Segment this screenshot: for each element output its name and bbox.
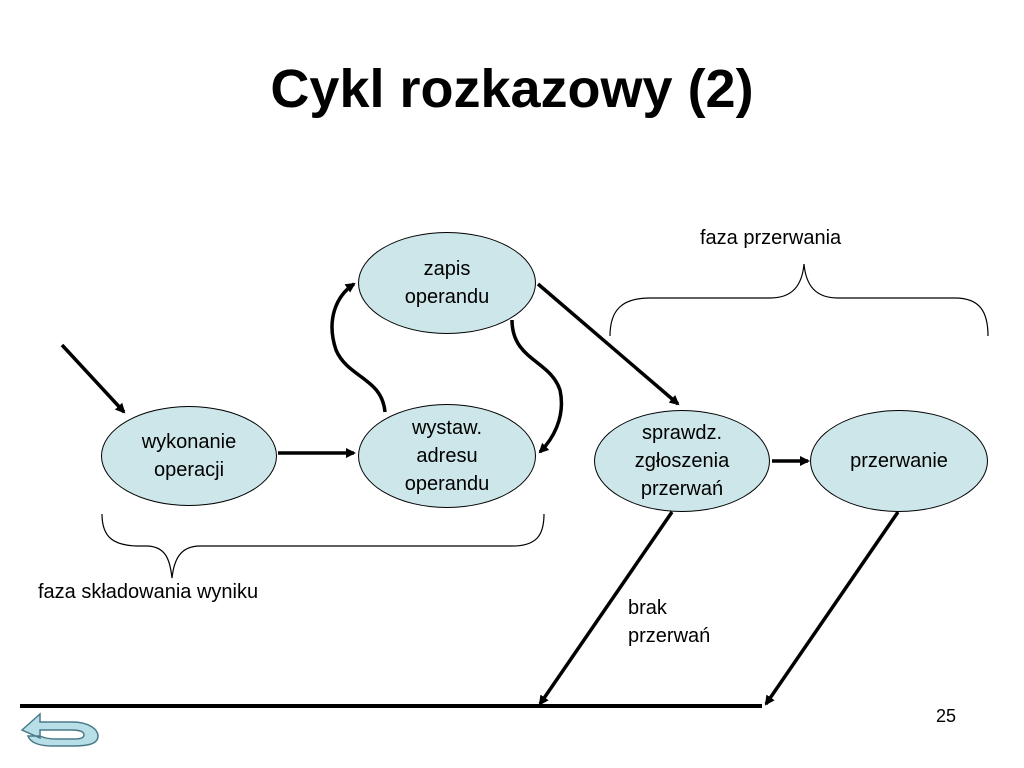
- node-check: sprawdz. zgłoszenia przerwań: [594, 410, 770, 512]
- node-store: zapis operandu: [358, 232, 536, 334]
- label-no-interrupts: brak przerwań: [628, 597, 711, 647]
- node-exec: wykonanie operacji: [101, 406, 277, 506]
- node-addr: wystaw. adresu operandu: [358, 404, 536, 508]
- label-store-phase: faza składowania wyniku: [38, 581, 259, 603]
- arrow-store-to-addr: [510, 319, 564, 454]
- arrow-check-to-bottom: [538, 511, 674, 706]
- label-interrupt-phase: faza przerwania: [700, 227, 842, 249]
- slide-title: Cykl rozkazowy (2): [270, 59, 754, 119]
- arrow-store-to-check: [536, 282, 680, 406]
- return-arrow-icon[interactable]: [18, 708, 102, 748]
- node-interrupt: przerwanie: [810, 410, 988, 512]
- brace-store-phase: [101, 513, 545, 579]
- brace-interrupt-phase: [609, 263, 989, 337]
- page-number: 25: [936, 706, 957, 726]
- arrow-interrupt-to-bottom: [764, 511, 900, 706]
- arrow-entry: [60, 343, 126, 414]
- arrow-addr-to-store: [330, 282, 387, 413]
